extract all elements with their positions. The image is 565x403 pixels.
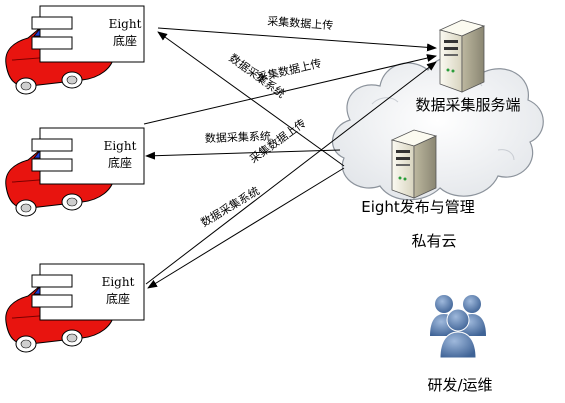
private-cloud-label: 私有云 <box>411 232 456 250</box>
vehicle-3: Eight 底座 <box>5 263 145 353</box>
arrow-upload-3 <box>145 61 437 285</box>
publish-server-label: Eight发布与管理 <box>361 198 475 216</box>
arrow-system-2 <box>145 149 341 160</box>
arrow-upload-2 <box>143 54 437 125</box>
collect-server-label: 数据采集服务端 <box>415 96 520 114</box>
vehicle-1-label-line2: 底座 <box>113 33 137 48</box>
arrow-system-3 <box>147 167 345 289</box>
vehicle-3-label-line2: 底座 <box>106 291 130 306</box>
edge-label-upload-1: 采集数据上传 <box>267 14 334 33</box>
private-cloud <box>331 55 544 201</box>
vehicle-2-label-line1: Eight <box>104 139 137 153</box>
arrows <box>143 27 437 289</box>
vehicle-3-label-line1: Eight <box>102 275 135 289</box>
vehicle-2-label-line2: 底座 <box>108 155 132 170</box>
edge-label-upload-2: 采集数据上传 <box>255 56 322 84</box>
people-icon <box>430 295 486 359</box>
arrow-system-1 <box>157 31 345 167</box>
vehicle-1-label-line1: Eight <box>109 17 142 31</box>
vehicle-2: Eight 底座 <box>5 127 145 217</box>
edge-label-system-3: 数据采集系统 <box>198 184 262 230</box>
arrow-upload-1 <box>157 27 437 52</box>
edge-label-system-2: 数据采集系统 <box>205 129 271 145</box>
vehicle-1: Eight 底座 <box>5 5 145 95</box>
people-label: 研发/运维 <box>427 376 492 394</box>
collect-server-icon <box>438 19 486 93</box>
publish-server-icon <box>390 129 438 199</box>
